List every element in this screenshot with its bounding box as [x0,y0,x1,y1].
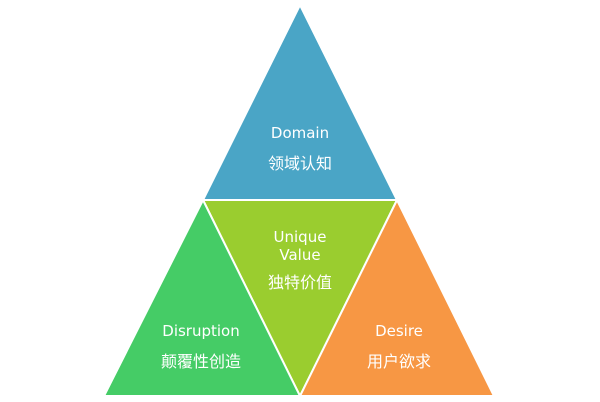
desire-label-zh: 用户欲求 [367,352,431,371]
unique-value-label-zh: 独特价值 [268,273,332,292]
desire-label: Desire [375,322,423,340]
unique-value-label-line1: Unique [274,228,327,246]
domain-label: Domain [271,124,329,142]
disruption-label: Disruption [162,322,239,340]
domain-label-zh: 领域认知 [268,154,332,173]
disruption-label-zh: 颠覆性创造 [161,352,241,371]
unique-value-label-line2: Value [279,246,320,264]
desire-triangle [298,197,496,397]
disruption-triangle [102,197,302,397]
